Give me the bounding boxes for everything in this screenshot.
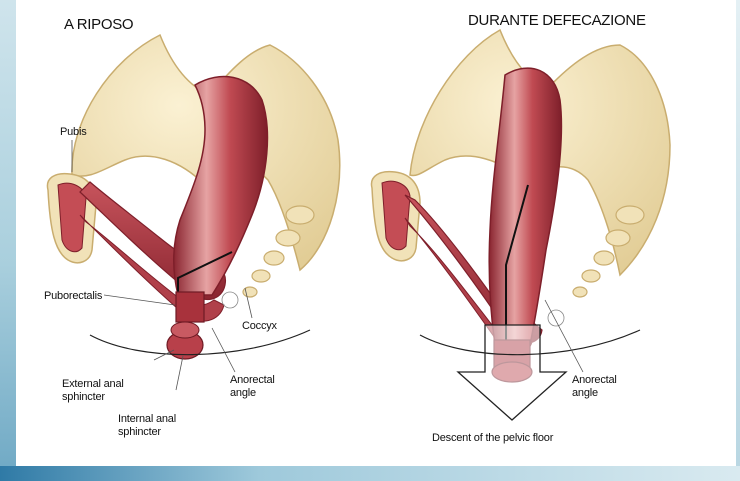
label-puborectalis: Puborectalis [44,290,102,303]
label-internal-anal-sphincter: Internal anal sphincter [118,413,196,439]
label-external-anal-sphincter: External anal sphincter [62,378,144,404]
label-descent-pelvic-floor: Descent of the pelvic floor [432,432,553,445]
panel-rest [47,35,339,390]
label-pubis: Pubis [60,126,87,139]
panel-title-defecation: DURANTE DEFECAZIONE [468,12,646,29]
descent-arrow [458,325,566,420]
label-anorectal-angle-defecation: Anorectal angle [572,374,634,400]
label-coccyx: Coccyx [242,320,277,333]
panel-title-rest: A RIPOSO [64,16,133,33]
label-anorectal-angle-rest: Anorectal angle [230,374,292,400]
panel-defecation [372,30,670,420]
